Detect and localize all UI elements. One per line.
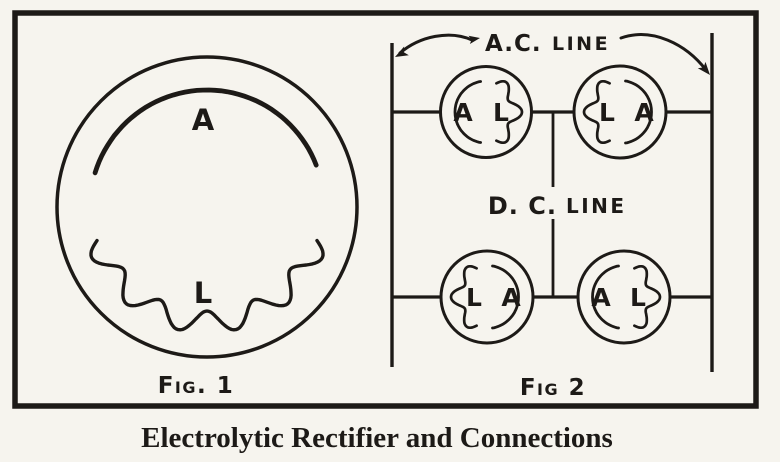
cell-jar-circle xyxy=(439,249,535,345)
cell-jar-circle xyxy=(576,249,672,345)
illustration-border xyxy=(12,10,759,409)
lead-label: L xyxy=(466,283,482,312)
anode-label: A xyxy=(634,98,654,127)
cell-top-left: A L xyxy=(439,65,533,159)
fig2-caption: Fig 2 xyxy=(520,375,586,401)
cell-bottom-left: L A xyxy=(439,249,535,345)
cell-jar-circle xyxy=(572,64,668,160)
fig2-connection-diagram: A.C. LINE D. C. LINE A L xyxy=(390,31,714,401)
anode-label: A xyxy=(501,283,521,312)
ac-leader-right-curve xyxy=(619,33,708,72)
fig1-caption: Fig. 1 xyxy=(158,373,235,399)
dc-line-label-abbr: D. C. xyxy=(488,192,557,220)
ac-line-label-abbr: A.C. xyxy=(485,31,542,57)
cell-lead-squiggle xyxy=(582,79,611,145)
ac-leader-left-text-arrowhead xyxy=(468,35,480,45)
cell-anode-arc xyxy=(491,264,520,330)
lead-label: L xyxy=(630,283,646,312)
illustration-caption: Electrolytic Rectifier and Connections xyxy=(141,422,613,454)
ac-leader-left-arrowhead xyxy=(395,46,409,57)
cell-anode-arc xyxy=(624,79,653,145)
ac-line-label-word: LINE xyxy=(552,33,610,55)
fig1-lead-label: L xyxy=(194,276,212,310)
cell-lead-squiggle xyxy=(633,264,662,330)
lead-label: L xyxy=(599,98,615,127)
cell-anode-arc xyxy=(591,264,620,330)
anode-label: A xyxy=(453,98,473,127)
anode-label: A xyxy=(591,283,611,312)
fig1-lead-squiggle xyxy=(89,238,325,332)
fig1-jar-circle xyxy=(55,55,359,359)
fig1-rectifier-cell: A L Fig. 1 xyxy=(55,55,359,399)
ac-leader-right-arrowhead xyxy=(697,61,710,75)
fig1-anode-arc xyxy=(92,87,319,176)
ac-leader-left-curve xyxy=(398,33,474,55)
cell-top-right: L A xyxy=(572,64,668,160)
cell-anode-arc xyxy=(453,80,482,144)
cell-lead-squiggle xyxy=(449,264,478,330)
lead-label: L xyxy=(493,98,509,127)
cell-jar-circle xyxy=(439,65,533,159)
fig1-anode-label: A xyxy=(192,103,215,137)
dc-line-label-word: LINE xyxy=(566,194,627,218)
cell-bottom-right: A L xyxy=(576,249,672,345)
cell-lead-squiggle xyxy=(495,79,524,145)
